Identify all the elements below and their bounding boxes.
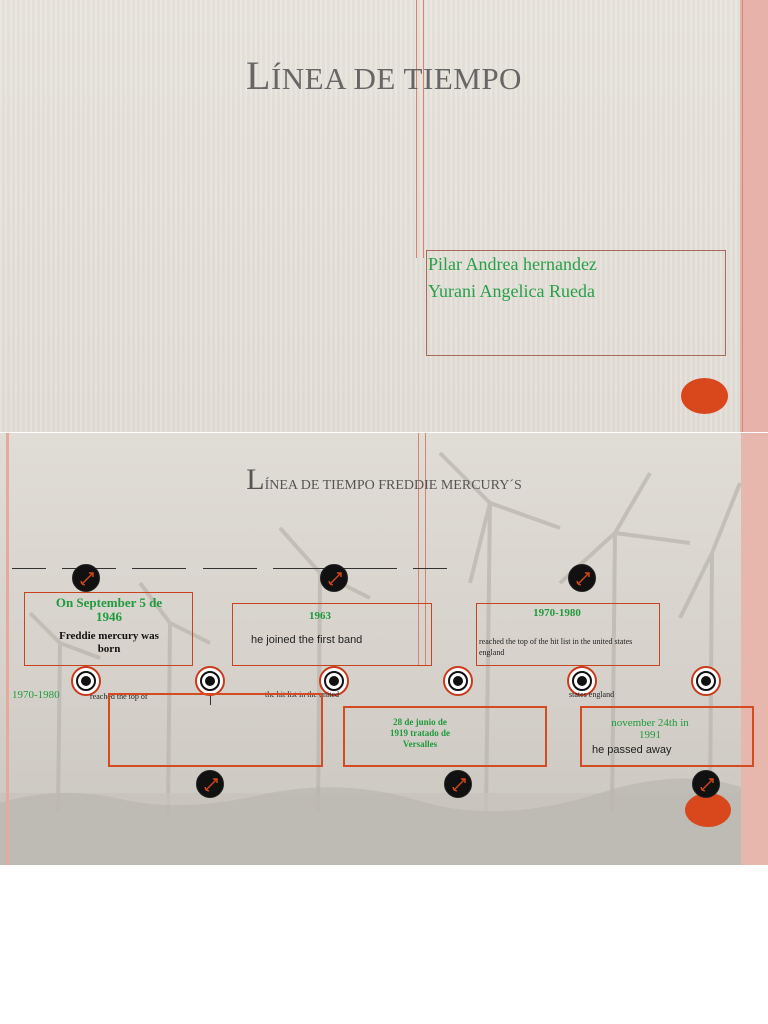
event-box-death: november 24th in 1991 he passed away bbox=[580, 706, 754, 767]
timeline-node-icon bbox=[195, 666, 225, 696]
authors-box: Pilar Andrea hernandez Yurani Angelica R… bbox=[426, 250, 726, 356]
event-box-top: 1970-1980 reached the top of the hit lis… bbox=[476, 603, 660, 666]
author-name: Yurani Angelica Rueda bbox=[428, 281, 595, 301]
timeline-dash bbox=[132, 568, 186, 569]
title-initial: L bbox=[246, 463, 265, 496]
timeline-node-icon bbox=[567, 666, 597, 696]
wind-turbines-background bbox=[0, 451, 768, 865]
side-year-label: 1970-1980 bbox=[12, 689, 60, 701]
rocket-icon bbox=[72, 564, 100, 592]
author-name: Pilar Andrea hernandez bbox=[428, 254, 597, 274]
event-text: Freddie mercury was born bbox=[59, 630, 159, 655]
event-text: 28 de junio de 1919 tratado de Versalles bbox=[390, 717, 450, 749]
timeline-node-icon bbox=[691, 666, 721, 696]
event-date: 1970-1980 bbox=[533, 607, 581, 619]
rocket-icon bbox=[320, 564, 348, 592]
vertical-divider-line bbox=[418, 433, 419, 665]
timeline-dash bbox=[12, 568, 46, 569]
orange-dot bbox=[685, 793, 731, 827]
vertical-divider-line bbox=[423, 0, 424, 258]
title-slide: LÍNEA DE TIEMPO Pilar Andrea hernandez Y… bbox=[0, 0, 768, 432]
event-date: 1963 bbox=[309, 610, 331, 622]
title-rest: ÍNEA DE TIEMPO FREDDIE MERCURY´S bbox=[264, 478, 522, 493]
text-fragment: states england bbox=[569, 690, 615, 699]
timeline-node-icon bbox=[71, 666, 101, 696]
timeline-node-icon bbox=[443, 666, 473, 696]
event-date: On September 5 de 1946 bbox=[55, 595, 163, 624]
event-box-birth: On September 5 de 1946 Freddie mercury w… bbox=[24, 592, 193, 666]
event-date: november 24th in 1991 bbox=[611, 717, 689, 741]
timeline-dash bbox=[413, 568, 447, 569]
right-accent-stripe bbox=[740, 0, 768, 432]
event-box-empty bbox=[108, 693, 323, 767]
timeline-node-icon bbox=[319, 666, 349, 696]
rocket-icon bbox=[568, 564, 596, 592]
title-initial: L bbox=[246, 53, 271, 98]
text-fragment: reached the top of bbox=[90, 692, 148, 701]
vertical-divider-line bbox=[425, 433, 426, 665]
title-rest: ÍNEA DE TIEMPO bbox=[270, 61, 522, 96]
event-text: he passed away bbox=[592, 744, 672, 756]
timeline-dash bbox=[203, 568, 257, 569]
slide-title: LÍNEA DE TIEMPO FREDDIE MERCURY´S bbox=[0, 463, 768, 497]
left-accent-stripe bbox=[6, 433, 9, 865]
event-text: reached the top of the hit list in the u… bbox=[479, 637, 633, 657]
rocket-icon bbox=[692, 770, 720, 798]
event-text: he joined the first band bbox=[251, 634, 363, 646]
rocket-icon bbox=[196, 770, 224, 798]
vertical-divider-line bbox=[416, 0, 417, 258]
slide-title: LÍNEA DE TIEMPO bbox=[0, 52, 768, 99]
connector-line bbox=[210, 695, 211, 705]
rocket-icon bbox=[444, 770, 472, 798]
right-accent-line bbox=[742, 0, 743, 432]
orange-dot bbox=[681, 378, 728, 414]
event-box-band: 1963 he joined the first band bbox=[232, 603, 432, 666]
event-box-versalles: 28 de junio de 1919 tratado de Versalles bbox=[343, 706, 547, 767]
timeline-slide: LÍNEA DE TIEMPO FREDDIE MERCURY´S On Sep… bbox=[0, 433, 768, 865]
right-accent-stripe bbox=[741, 433, 768, 865]
